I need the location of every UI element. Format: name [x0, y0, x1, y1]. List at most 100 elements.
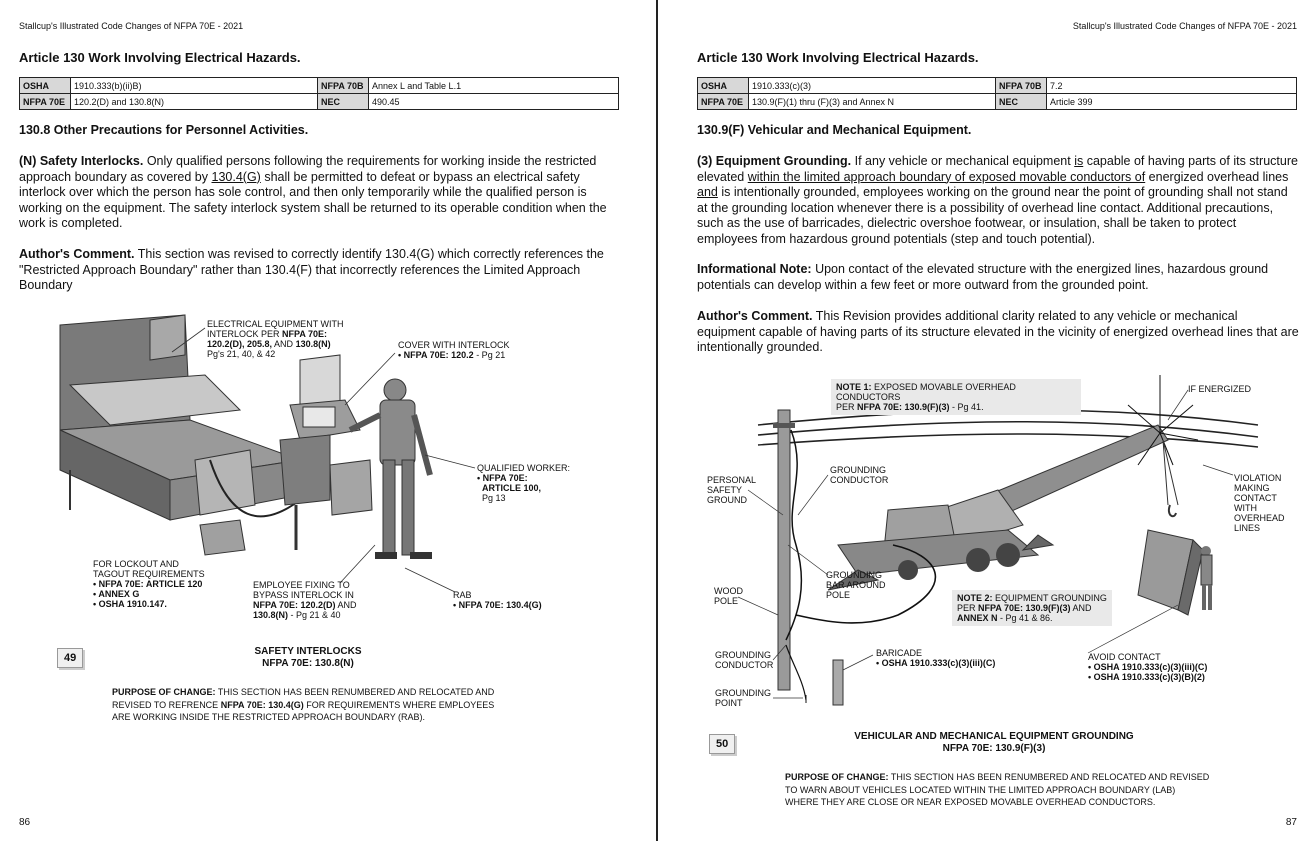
- underlined-text: is: [1074, 154, 1084, 168]
- employee-label: EMPLOYEE FIXING TO BYPASS INTERLOCK IN N…: [253, 580, 357, 620]
- label-line: EMPLOYEE FIXING TO: [253, 580, 350, 590]
- underlined-text: and: [697, 185, 718, 199]
- cover-label: COVER WITH INTERLOCK • NFPA 70E: 120.2 -…: [398, 340, 510, 360]
- underlined-reference: 130.4(G): [211, 169, 261, 184]
- table-cell: 130.9(F)(1) thru (F)(3) and Annex N: [748, 93, 996, 110]
- table-cell: NEC: [317, 93, 369, 110]
- paragraph-lead: (N) Safety Interlocks.: [19, 154, 144, 168]
- label-line: EXPOSED MOVABLE OVERHEAD CONDUCTORS: [836, 382, 1016, 402]
- note-lead: NOTE 2:: [957, 593, 993, 603]
- table-cell: OSHA: [697, 77, 749, 94]
- label-line: Pg 13: [482, 493, 506, 503]
- paragraph-lead: (3) Equipment Grounding.: [697, 154, 852, 168]
- label-line: ELECTRICAL EQUIPMENT WITH: [207, 319, 344, 329]
- note-lead: NOTE 1:: [836, 382, 872, 392]
- qualified-worker-label: QUALIFIED WORKER: • NFPA 70E: ARTICLE 10…: [477, 463, 570, 503]
- wood-pole-label: WOOD POLE: [714, 586, 743, 606]
- table-cell: Annex L and Table L.1: [368, 77, 619, 94]
- paragraph-lead: Author's Comment.: [19, 247, 135, 261]
- purpose-text: THIS SECTION HAS BEEN RENUMBERED AND REL…: [112, 687, 495, 710]
- purpose-text: NFPA 70E: 130.4(G): [220, 699, 304, 710]
- page-spine: [656, 0, 658, 841]
- figure-title: VEHICULAR AND MECHANICAL EQUIPMENT GROUN…: [844, 731, 1144, 755]
- label-line: INTERLOCK PER: [207, 329, 283, 339]
- paragraph-text: If any vehicle or mechanical equipment: [851, 154, 1075, 168]
- label-line: 130.8(N): [295, 339, 331, 349]
- violation-label: VIOLATION MAKING CONTACT WITH OVERHEAD L…: [1234, 473, 1285, 533]
- label-line: CONDUCTOR: [715, 660, 774, 670]
- table-cell: Article 399: [1046, 93, 1297, 110]
- paragraph-text: This Revision provides additional clarit…: [697, 309, 1299, 354]
- crane-illustration: [737, 375, 1259, 706]
- label-line: OVERHEAD: [1234, 513, 1285, 523]
- label-line: • OSHA 1910.333(c)(3)(B)(2): [1088, 672, 1205, 682]
- authors-comment: Author's Comment. This Revision provides…: [697, 309, 1299, 356]
- figure-title-line: SAFETY INTERLOCKS: [254, 646, 362, 657]
- page-badge: 50: [709, 734, 736, 754]
- table-cell: 7.2: [1046, 77, 1297, 94]
- avoid-contact-label: AVOID CONTACT • OSHA 1910.333(c)(3)(iii)…: [1088, 652, 1207, 682]
- article-title: Article 130 Work Involving Electrical Ha…: [19, 50, 301, 65]
- label-line: - Pg 41 & 86.: [997, 613, 1053, 623]
- label-line: POLE: [826, 590, 851, 600]
- label-line: SAFETY: [707, 485, 743, 495]
- label-line: • ANNEX G: [93, 589, 140, 599]
- label-line: AVOID CONTACT: [1088, 652, 1161, 662]
- label-line: GROUNDING: [715, 650, 771, 660]
- paragraph-equipment-grounding: (3) Equipment Grounding. If any vehicle …: [697, 154, 1299, 247]
- purpose-of-change: PURPOSE OF CHANGE: THIS SECTION HAS BEEN…: [785, 771, 1210, 809]
- label-line: MAKING: [1234, 483, 1270, 493]
- paragraph-text: This section was revised to correctly id…: [19, 247, 604, 292]
- safety-interlocks-figure: ELECTRICAL EQUIPMENT WITH INTERLOCK PER …: [0, 300, 656, 740]
- label-line: CONTACT: [1234, 493, 1277, 503]
- grounding-bar-label: GROUNDING BAR AROUND POLE: [826, 570, 886, 600]
- paragraph-text: Upon contact of the elevated structure w…: [697, 262, 1269, 292]
- label-line: ANNEX N: [957, 613, 998, 623]
- label-line: AND: [272, 339, 296, 349]
- label-line: BAR AROUND: [826, 580, 886, 590]
- label-line: • NFPA 70E: ARTICLE 120: [93, 579, 203, 589]
- grounding-conductor-label-2: GROUNDING CONDUCTOR: [715, 650, 773, 670]
- rab-label: RAB • NFPA 70E: 130.4(G): [453, 590, 542, 610]
- label-line: POINT: [715, 698, 743, 708]
- table-cell: 120.2(D) and 130.8(N): [70, 93, 318, 110]
- label-line: TAGOUT REQUIREMENTS: [93, 569, 205, 579]
- label-line: FOR LOCKOUT AND: [93, 559, 179, 569]
- table-cell: 1910.333(b)(ii)B): [70, 77, 318, 94]
- label-line: WOOD: [714, 586, 743, 596]
- label-line: • NFPA 70E: 130.4(G): [453, 600, 542, 610]
- label-line: NFPA 70E: 130.9(F)(3): [857, 402, 950, 412]
- table-cell: 490.45: [368, 93, 619, 110]
- equipment-label: ELECTRICAL EQUIPMENT WITH INTERLOCK PER …: [207, 319, 344, 359]
- label-line: GROUNDING: [830, 465, 886, 475]
- label-line: CONDUCTOR: [830, 475, 889, 485]
- purpose-lead: PURPOSE OF CHANGE:: [112, 687, 216, 697]
- label-line: AND: [335, 600, 357, 610]
- informational-note: Informational Note: Upon contact of the …: [697, 262, 1299, 293]
- table-row: OSHA 1910.333(c)(3) NFPA 70B 7.2: [697, 77, 1297, 94]
- label-line: POLE: [714, 596, 739, 606]
- figure-title-line: VEHICULAR AND MECHANICAL EQUIPMENT GROUN…: [854, 731, 1134, 742]
- label-line: NFPA 70E: 120.2(D): [253, 600, 336, 610]
- underlined-text: within the limited approach boundary of …: [747, 169, 1146, 184]
- label-line: EQUIPMENT GROUNDING: [992, 593, 1107, 603]
- label-line: • NFPA 70E: 120.2: [398, 350, 474, 360]
- note-2: NOTE 2: EQUIPMENT GROUNDING PER NFPA 70E…: [952, 590, 1112, 626]
- article-title: Article 130 Work Involving Electrical Ha…: [697, 50, 979, 65]
- note-1: NOTE 1: EXPOSED MOVABLE OVERHEAD CONDUCT…: [831, 379, 1081, 415]
- label-line: GROUNDING: [826, 570, 882, 580]
- label-line: VIOLATION: [1234, 473, 1282, 483]
- purpose-of-change: PURPOSE OF CHANGE: THIS SECTION HAS BEEN…: [112, 686, 512, 724]
- label-line: COVER WITH INTERLOCK: [398, 340, 510, 350]
- figure-title-line: NFPA 70E: 130.9(F)(3): [942, 743, 1046, 754]
- purpose-lead: PURPOSE OF CHANGE:: [785, 772, 889, 782]
- label-line: PERSONAL: [707, 475, 757, 485]
- label-line: - Pg 41.: [949, 402, 984, 412]
- table-cell: NEC: [995, 93, 1047, 110]
- label-line: WITH: [1234, 503, 1257, 513]
- left-page: Stallcup's Illustrated Code Changes of N…: [0, 0, 656, 841]
- paragraph-text: capable of having parts of its structure…: [697, 154, 1298, 184]
- page-number: 87: [1285, 817, 1297, 828]
- paragraph-safety-interlocks: (N) Safety Interlocks. Only qualified pe…: [19, 154, 624, 232]
- paragraph-text: energized overhead lines: [1145, 169, 1289, 184]
